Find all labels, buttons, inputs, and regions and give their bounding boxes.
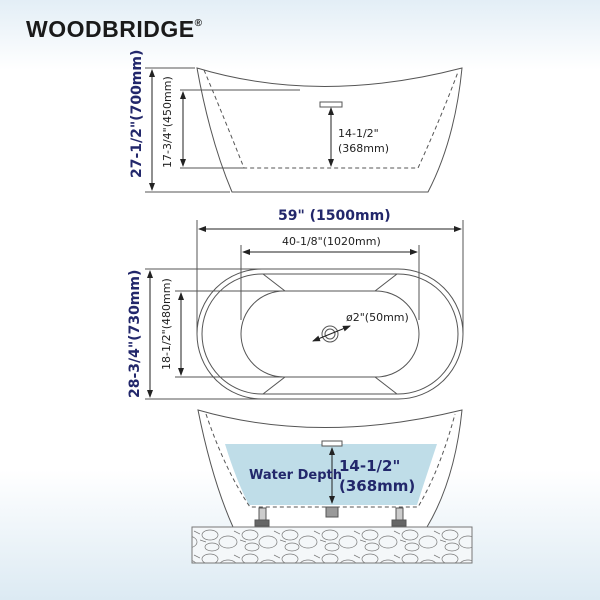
- overflow-imperial: 14-1/2": [338, 127, 379, 140]
- top-view: [145, 220, 464, 400]
- water-depth-imperial: 14-1/2": [339, 457, 401, 475]
- brand-logo: WOODBRIDGE®: [26, 16, 202, 43]
- side-view: [145, 67, 463, 193]
- overflow-drain-label: 14-1/2" (368mm): [338, 126, 389, 156]
- overall-height-label: 27-1/2"(700mm): [129, 49, 145, 178]
- drain-diameter-label: ø2"(50mm): [346, 311, 409, 324]
- registered-mark: ®: [194, 18, 203, 29]
- water-depth-value: 14-1/2" (368mm): [339, 456, 415, 496]
- brand-name: WOODBRIDGE: [26, 16, 195, 42]
- bottom-length-label: 40-1/8"(1020mm): [282, 235, 381, 248]
- water-view: [191, 409, 473, 564]
- overall-width-label: 28-3/4"(730mm): [127, 269, 143, 398]
- overflow-metric: (368mm): [338, 142, 390, 155]
- water-depth-label: Water Depth: [249, 468, 342, 483]
- interior-depth-label: 17-3/4"(450mm): [161, 76, 174, 168]
- overall-length-label: 59" (1500mm): [278, 208, 391, 224]
- water-depth-metric: (368mm): [339, 477, 416, 495]
- bottom-width-label: 18-1/2"(480mm): [160, 278, 173, 370]
